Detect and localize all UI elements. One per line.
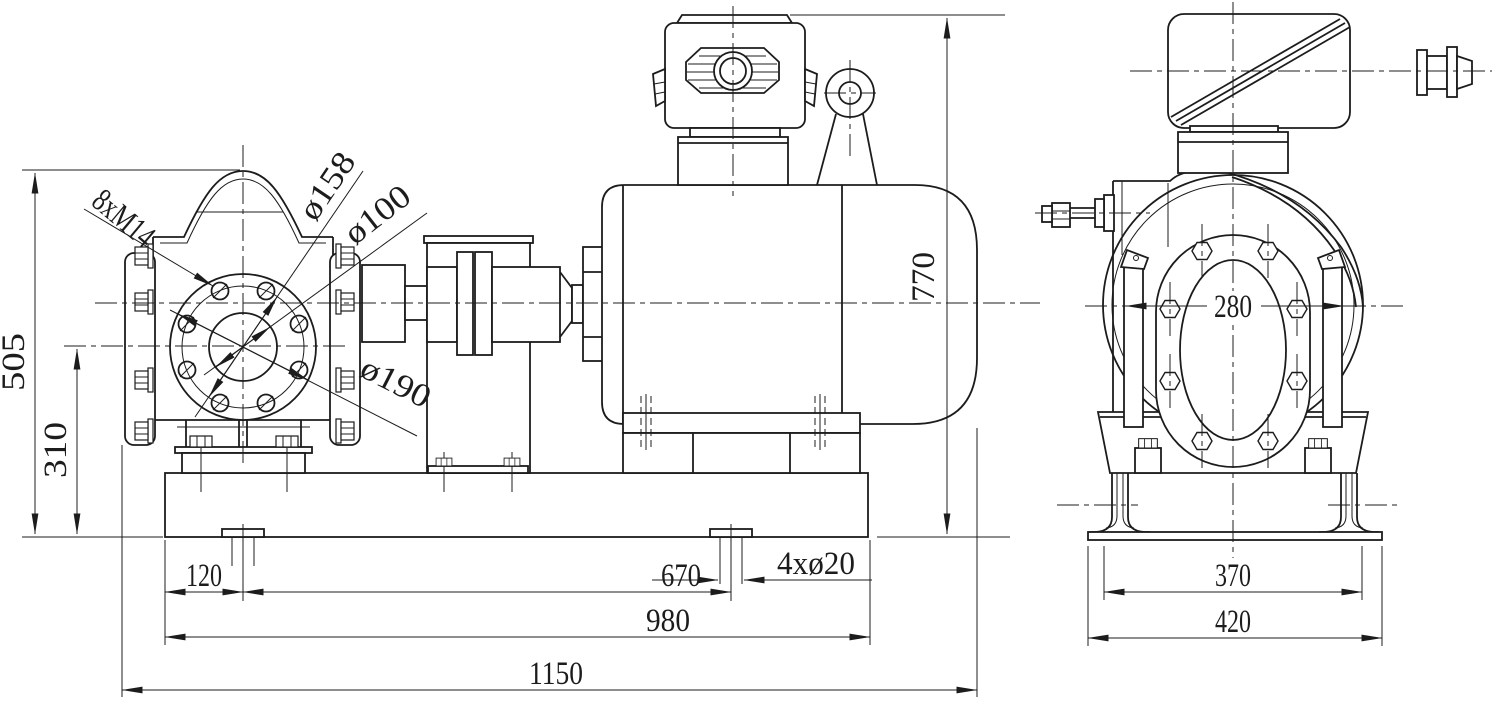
bolt [134,418,154,444]
dimension-420: 420 [1087,604,1383,642]
suction-cover-plate [124,252,156,446]
dim-label-980: 980 [646,603,690,639]
terminal-box-side [1130,13,1492,174]
bolt [272,435,302,448]
bolt [335,418,355,444]
dim-label-1150: 1150 [529,656,583,692]
dim-label-anchor: 4xø20 [777,546,855,582]
front-view [64,6,1040,601]
side-view [1035,2,1492,558]
dim-label-370: 370 [1215,558,1251,594]
dimension-1150: 1150 [121,656,978,694]
dimensions: 505 310 770 120 670 980 1150 4xø [0,14,1383,697]
baseplate [164,472,869,584]
volute-curve [1224,171,1364,308]
dimension-310: 310 [38,348,81,535]
dim-label-770: 770 [906,252,942,302]
dim-label-280: 280 [1214,289,1252,325]
dimension-670: 670 [242,558,732,596]
motor-pedestal [622,432,861,474]
bolt [501,457,523,467]
volute-curve [1231,176,1357,308]
pump-casing [124,170,361,446]
bolt [186,435,216,448]
motor [582,184,978,474]
dim-label-505: 505 [0,333,32,391]
dimension-980: 980 [164,603,871,641]
dim-label-420: 420 [1215,604,1251,640]
lifting-eye [816,60,878,186]
relief-valve [1035,194,1150,232]
terminal-box [652,6,818,196]
cable-gland [1416,46,1473,98]
bolt [335,367,355,393]
dim-label-dia100: ø100 [338,178,418,252]
bolt [134,289,154,315]
bolt [1135,438,1161,449]
louver-panel [685,47,780,94]
dimension-370: 370 [1103,558,1363,596]
dim-label-dia190: ø190 [354,350,436,416]
dimension-505: 505 [0,172,39,535]
bolt [335,289,355,315]
bolt [1305,438,1331,449]
dim-label-310: 310 [38,422,74,478]
dimension-280: 280 [1125,289,1345,325]
dim-label-120: 120 [186,558,222,594]
bolt [335,243,355,269]
dimension-120: 120 [164,558,244,596]
motor-foot [622,412,861,434]
bolt [433,457,455,467]
bolt [134,367,154,393]
dim-label-670: 670 [661,558,701,594]
dimension-770: 770 [906,17,951,535]
dimension-anchor-holes: 4xø20 [652,546,872,584]
discharge-cover-plate [329,252,361,446]
